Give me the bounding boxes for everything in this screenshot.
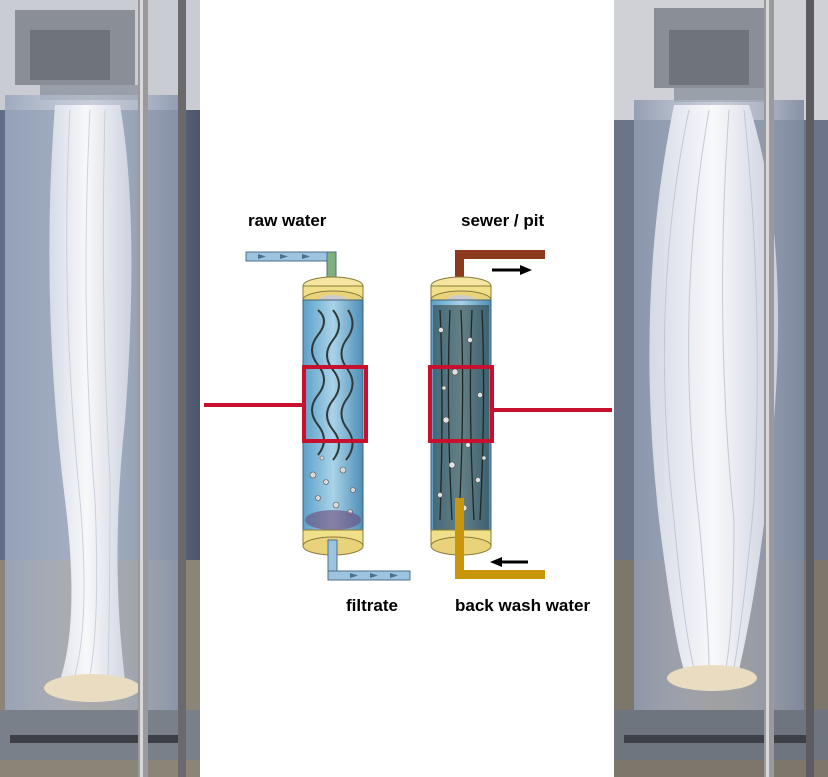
sewer-pipe	[455, 250, 545, 290]
raw-water-label: raw water	[248, 211, 327, 230]
sewer-pit-label: sewer / pit	[461, 211, 545, 230]
backwash-pipe	[455, 498, 545, 579]
backwash-column	[430, 250, 545, 579]
photo-filtration-mode	[0, 0, 200, 777]
back-wash-water-label: back wash water	[455, 596, 591, 615]
filtrate-label: filtrate	[346, 596, 398, 615]
highlight-annotations	[204, 365, 612, 443]
raw-water-pipe	[245, 251, 337, 293]
filtrate-pipe	[327, 539, 411, 581]
highlight-box-backwash	[428, 365, 494, 443]
highlight-box-filtration	[302, 365, 368, 443]
filtration-column	[245, 251, 411, 581]
photo-backwash-mode	[614, 0, 828, 777]
